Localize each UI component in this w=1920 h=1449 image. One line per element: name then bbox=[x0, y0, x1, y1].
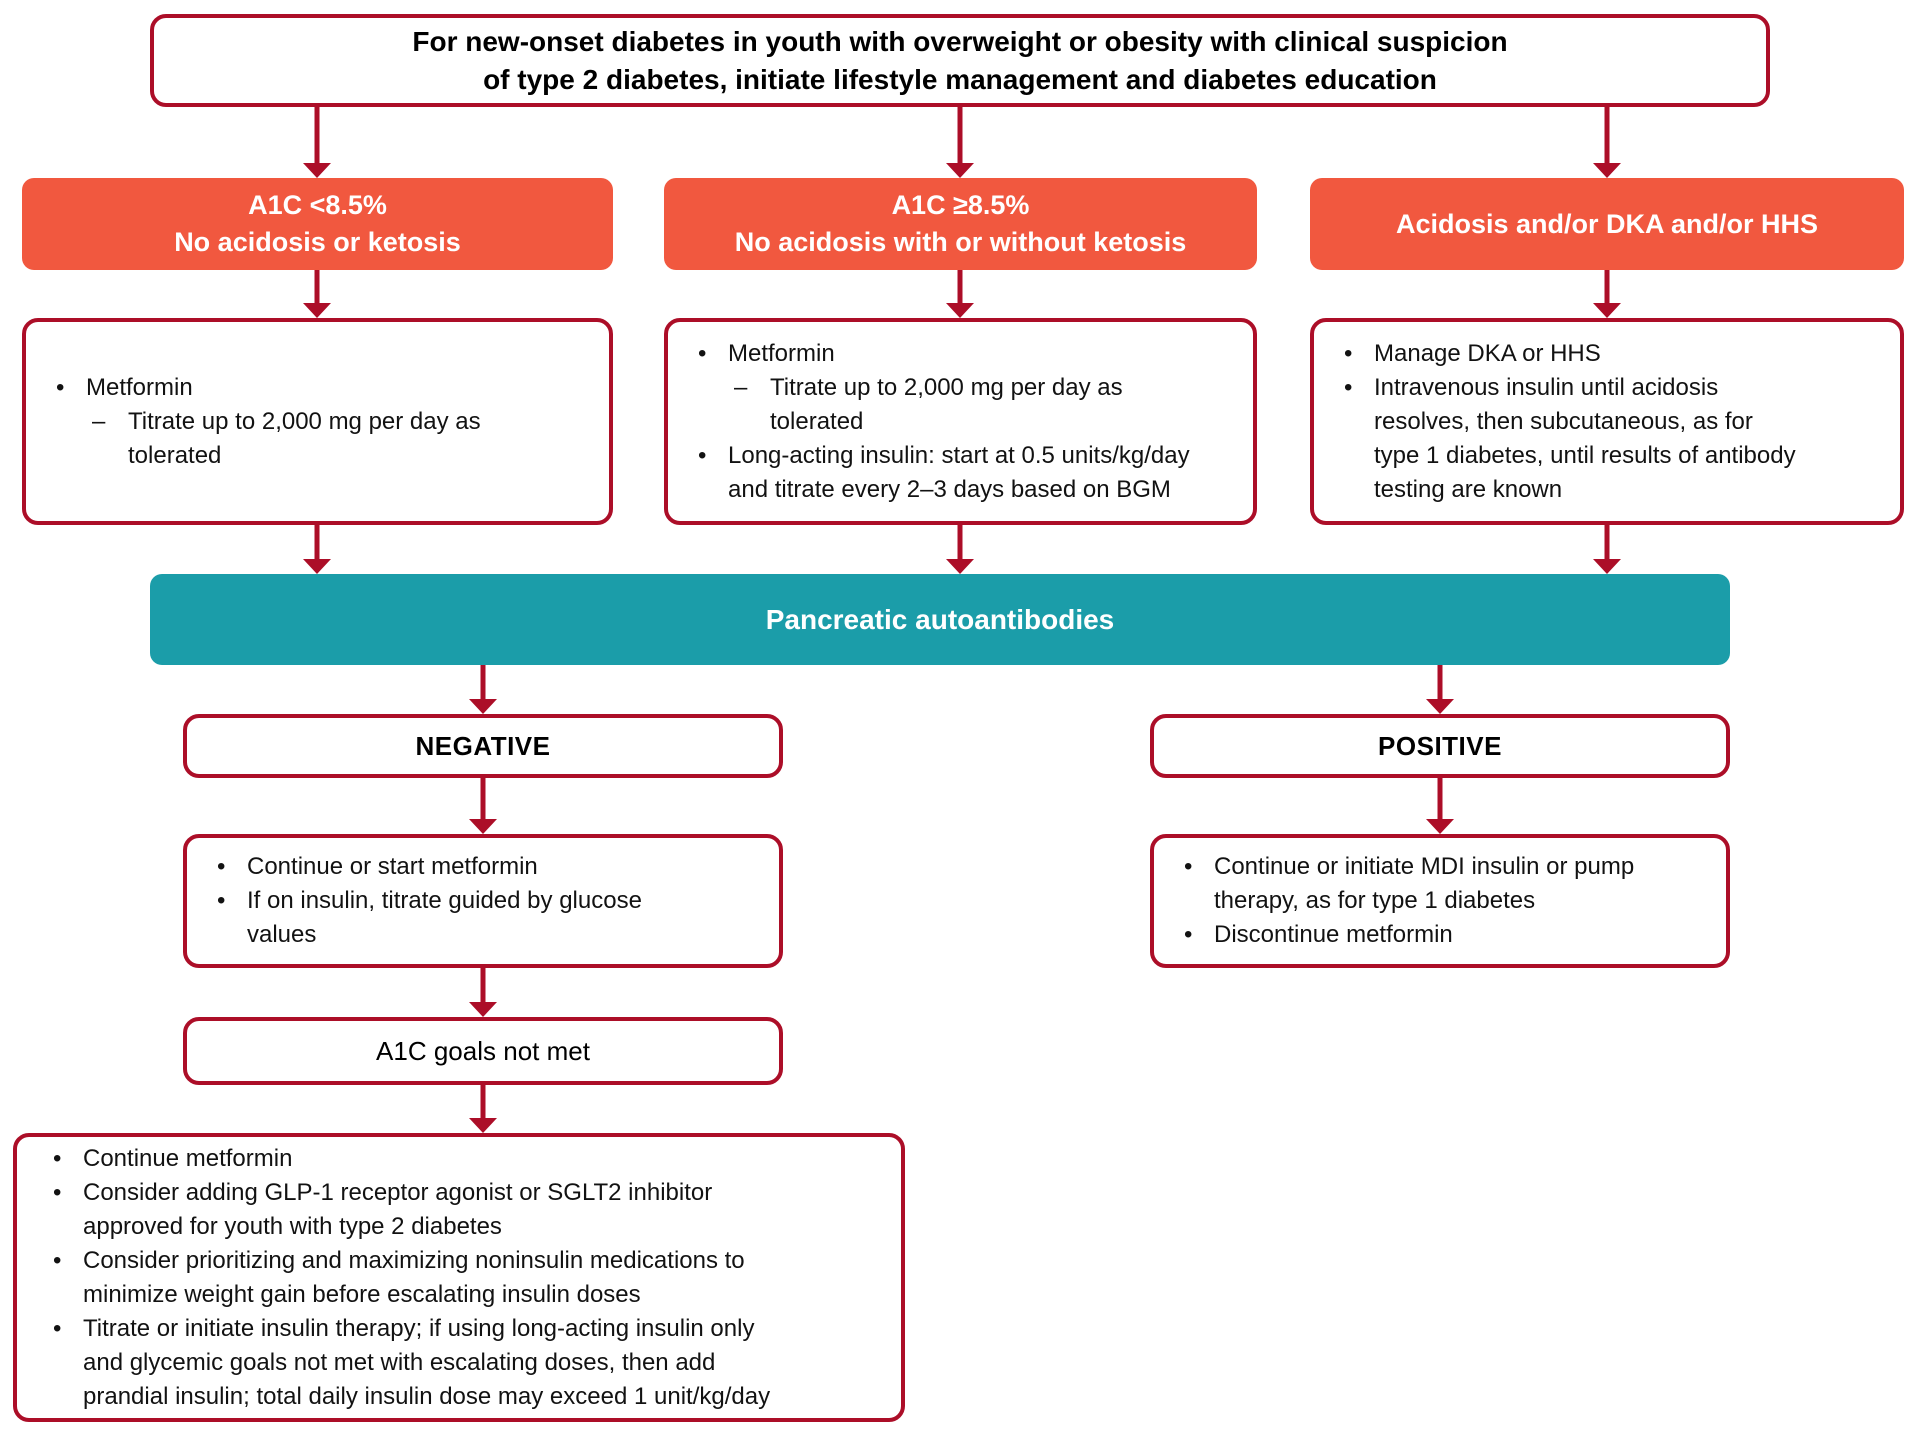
list-item: Consider adding GLP-1 receptor agonist o… bbox=[47, 1176, 883, 1244]
arrow-down-icon bbox=[468, 968, 498, 1017]
a1c-low-plan-box: Metformin Titrate up to 2,000 mg per day… bbox=[22, 318, 613, 525]
list-item: Continue or start metformin bbox=[211, 850, 761, 884]
list-item: Metformin bbox=[50, 371, 591, 405]
arrow-down-icon bbox=[1592, 525, 1622, 574]
list-item: Intravenous insulin until acidosis resol… bbox=[1338, 371, 1882, 507]
branch-acidosis-header: Acidosis and/or DKA and/or HHS bbox=[1310, 178, 1904, 270]
negative-plan-box: Continue or start metformin If on insuli… bbox=[183, 834, 783, 968]
a1c-high-plan-box: Metformin Titrate up to 2,000 mg per day… bbox=[664, 318, 1257, 525]
bullet-list: Metformin Titrate up to 2,000 mg per day… bbox=[692, 337, 1235, 507]
list-item-sub: Titrate up to 2,000 mg per day as tolera… bbox=[734, 371, 1235, 439]
positive-plan-box: Continue or initiate MDI insulin or pump… bbox=[1150, 834, 1730, 968]
arrow-down-icon bbox=[1425, 665, 1455, 714]
list-item: Titrate or initiate insulin therapy; if … bbox=[47, 1312, 883, 1414]
result-positive-box: POSITIVE bbox=[1150, 714, 1730, 778]
arrow-down-icon bbox=[1425, 778, 1455, 834]
arrow-down-icon bbox=[302, 525, 332, 574]
arrow-down-icon bbox=[1592, 270, 1622, 318]
branch-a1c-low-title: A1C <8.5% No acidosis or ketosis bbox=[174, 190, 461, 257]
branch-a1c-low-header: A1C <8.5% No acidosis or ketosis bbox=[22, 178, 613, 270]
arrow-down-icon bbox=[468, 1085, 498, 1133]
result-negative-label: NEGATIVE bbox=[415, 730, 551, 761]
result-positive-label: POSITIVE bbox=[1378, 730, 1502, 761]
list-item: Consider prioritizing and maximizing non… bbox=[47, 1244, 883, 1312]
result-negative-box: NEGATIVE bbox=[183, 714, 783, 778]
bullet-list: Continue or initiate MDI insulin or pump… bbox=[1178, 850, 1708, 952]
arrow-down-icon bbox=[302, 107, 332, 178]
arrow-down-icon bbox=[945, 107, 975, 178]
root-condition-text: For new-onset diabetes in youth with ove… bbox=[412, 25, 1508, 95]
arrow-down-icon bbox=[945, 270, 975, 318]
arrow-down-icon bbox=[468, 665, 498, 714]
list-item: Continue metformin bbox=[47, 1142, 883, 1176]
list-item-sub: Titrate up to 2,000 mg per day as tolera… bbox=[92, 405, 591, 473]
list-item: If on insulin, titrate guided by glucose… bbox=[211, 884, 761, 952]
acidosis-plan-box: Manage DKA or HHS Intravenous insulin un… bbox=[1310, 318, 1904, 525]
list-item: Manage DKA or HHS bbox=[1338, 337, 1882, 371]
antibodies-bar-label: Pancreatic autoantibodies bbox=[765, 603, 1115, 635]
bullet-list: Manage DKA or HHS Intravenous insulin un… bbox=[1338, 337, 1882, 507]
a1c-goals-label: A1C goals not met bbox=[376, 1035, 590, 1066]
bullet-list: Metformin Titrate up to 2,000 mg per day… bbox=[50, 371, 591, 473]
list-item: Continue or initiate MDI insulin or pump… bbox=[1178, 850, 1708, 918]
arrow-down-icon bbox=[1592, 107, 1622, 178]
bullet-list: Continue or start metformin If on insuli… bbox=[211, 850, 761, 952]
bullet-list: Continue metformin Consider adding GLP-1… bbox=[47, 1142, 883, 1414]
arrow-down-icon bbox=[945, 525, 975, 574]
antibodies-bar: Pancreatic autoantibodies bbox=[150, 574, 1730, 665]
intensification-box: Continue metformin Consider adding GLP-1… bbox=[13, 1133, 905, 1422]
a1c-goals-box: A1C goals not met bbox=[183, 1017, 783, 1085]
list-item: Metformin bbox=[692, 337, 1235, 371]
branch-a1c-high-title: A1C ≥8.5% No acidosis with or without ke… bbox=[734, 190, 1187, 257]
list-item: Long-acting insulin: start at 0.5 units/… bbox=[692, 439, 1235, 507]
root-condition-box: For new-onset diabetes in youth with ove… bbox=[150, 14, 1770, 107]
branch-a1c-high-header: A1C ≥8.5% No acidosis with or without ke… bbox=[664, 178, 1257, 270]
arrow-down-icon bbox=[468, 778, 498, 834]
arrow-down-icon bbox=[302, 270, 332, 318]
branch-acidosis-title: Acidosis and/or DKA and/or HHS bbox=[1395, 208, 1819, 239]
list-item: Discontinue metformin bbox=[1178, 918, 1708, 952]
